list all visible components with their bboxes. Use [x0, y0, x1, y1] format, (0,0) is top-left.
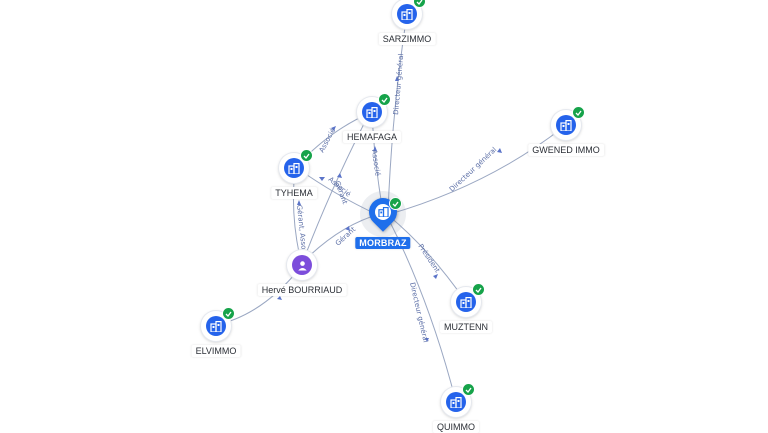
node-label: TYHEMA: [271, 187, 317, 199]
arrow-sarzimmo: [395, 76, 399, 81]
building-icon: [556, 115, 576, 135]
arrow-quimmo: [425, 338, 429, 342]
verified-check-icon: [462, 383, 475, 396]
node-label: Hervé BOURRIAUD: [257, 284, 347, 296]
edge-label-morbraz-quimmo: Directeur général: [408, 282, 430, 344]
arrow-tyhema-in: [319, 177, 325, 181]
edge-label-morbraz-gwened: Directeur général: [448, 146, 498, 194]
arrow-hemafaga-in: [373, 146, 377, 151]
node-label: HEMAFAGA: [342, 131, 402, 143]
arrow-muztenn: [433, 274, 438, 279]
person-icon: [292, 255, 312, 275]
node-label: GWENED IMMO: [528, 144, 604, 156]
verified-check-icon: [413, 0, 426, 8]
building-icon: [284, 158, 304, 178]
verified-check-icon: [389, 197, 402, 210]
arrow-herve-morbraz: [345, 226, 350, 231]
arrow-herve-tyhema: [297, 200, 301, 205]
node-label: MORBRAZ: [355, 237, 411, 249]
building-icon: [397, 4, 417, 24]
verified-check-icon: [300, 149, 313, 162]
node-label: QUIMMO: [433, 421, 479, 433]
edge-morbraz-quimmo: [386, 215, 457, 403]
building-icon: [446, 392, 466, 412]
building-icon: [206, 316, 226, 336]
edge-label-hemafaga-morbraz: Associé: [370, 149, 382, 176]
edge-label-morbraz-muztenn: Président: [416, 243, 441, 275]
arrow-gwened: [497, 148, 502, 153]
arrow-elvimmo: [277, 296, 282, 300]
node-label: SARZIMMO: [378, 33, 436, 45]
node-label: ELVIMMO: [191, 345, 241, 357]
arrow-herve-hemafaga: [337, 173, 342, 178]
building-icon: [362, 102, 382, 122]
edge-label-tyhema-hemafaga: Associé: [318, 127, 337, 154]
location-pin-icon: [363, 192, 403, 232]
verified-check-icon: [222, 307, 235, 320]
verified-check-icon: [472, 283, 485, 296]
verified-check-icon: [378, 93, 391, 106]
edge-label-morbraz-sarzimmo: Directeur général: [392, 53, 405, 115]
building-icon: [377, 207, 389, 217]
building-icon: [456, 292, 476, 312]
verified-check-icon: [572, 106, 585, 119]
edge-morbraz-gwened: [389, 124, 567, 215]
node-label: MUZTENN: [440, 321, 492, 333]
arrow-tyhema-hemafaga: [331, 126, 336, 131]
